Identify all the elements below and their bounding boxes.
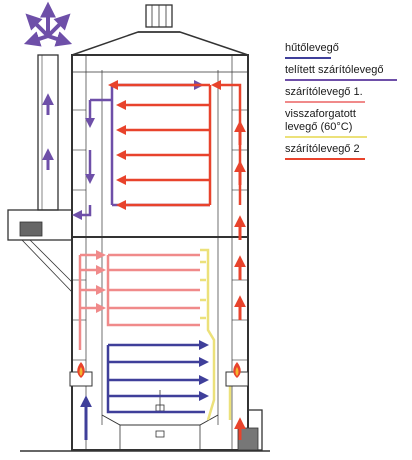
legend-swatch (285, 136, 367, 138)
exhaust-arrows-icon (23, 1, 73, 47)
legend-swatch (285, 79, 397, 81)
drying-air-1-flow (78, 250, 200, 350)
legend-item-drying-air-1: szárítólevegő 1. (285, 86, 365, 103)
burner-flame-icon (69, 362, 93, 387)
legend-item-drying-air-2: szárítólevegő 2 (285, 143, 365, 160)
legend-swatch (285, 101, 365, 103)
legend-item-recirculated-air: visszaforgatott levegő (60°C) (285, 108, 367, 138)
legend-swatch (285, 57, 331, 59)
drying-air-2-flow (108, 80, 246, 440)
legend-item-saturated-air: telített szárítólevegő (285, 64, 397, 81)
recirculated-air-flow (200, 248, 232, 421)
legend: hűtőlevegő telített szárítólevegő szárít… (285, 42, 410, 165)
cooling-air-flow (80, 340, 209, 440)
burner-flame-icon (225, 362, 249, 387)
legend-swatch (285, 158, 365, 160)
legend-item-cooling-air: hűtőlevegő (285, 42, 339, 59)
dryer-structure (7, 4, 270, 452)
